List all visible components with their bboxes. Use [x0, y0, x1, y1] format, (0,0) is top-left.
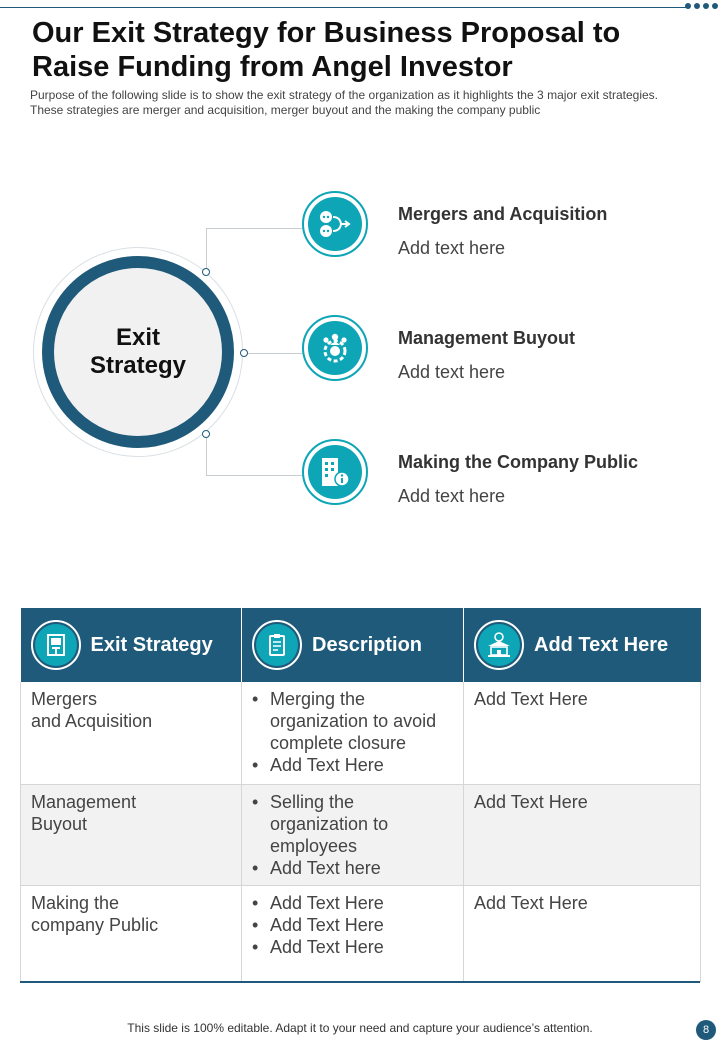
node-dot: [240, 349, 248, 357]
header-label: Add Text Here: [534, 633, 669, 656]
footer-note: This slide is 100% editable. Adapt it to…: [127, 1021, 593, 1035]
item-title-mergers: Mergers and Acquisition: [398, 204, 608, 224]
buyout-icon-circle: [302, 315, 368, 381]
description-bullet: Add Text Here: [252, 914, 453, 936]
description-bullet: Add Text here: [252, 857, 453, 879]
top-dots-decoration: [685, 3, 718, 9]
merge-flow-icon: [320, 211, 351, 237]
top-rule: [0, 7, 688, 8]
page-subtitle: Purpose of the following slide is to sho…: [30, 88, 658, 117]
strategy-line: Mergers: [31, 689, 98, 709]
item-text-mergers: Add text here: [398, 238, 506, 258]
node-dot: [202, 268, 210, 276]
description-bullet: Merging the organization to avoid comple…: [252, 688, 453, 754]
header-cell-exit-strategy: Exit Strategy: [20, 608, 242, 682]
item-text-buyout: Add text here: [398, 362, 506, 382]
table-row: Making the company Public Add Text Here …: [20, 885, 701, 982]
strategy-cell: Making the company Public: [20, 885, 242, 982]
mergers-icon-circle: [302, 191, 368, 257]
exit-strategy-table: Exit Strategy Description: [20, 608, 701, 982]
description-bullet: Add Text Here: [252, 936, 453, 958]
connector-line: [206, 434, 207, 475]
description-cell: Add Text Here Add Text Here Add Text Her…: [241, 885, 464, 982]
table-row: Mergers and Acquisition Merging the orga…: [20, 682, 701, 785]
strategy-line: Management: [31, 791, 137, 812]
description-bullet: Add Text Here: [252, 754, 453, 776]
strategy-line: Buyout: [31, 813, 88, 834]
description-bullet: Add Text Here: [252, 892, 453, 914]
node-dot: [202, 430, 210, 438]
description-cell: Merging the organization to avoid comple…: [241, 682, 464, 785]
exit-door-icon: [46, 634, 65, 656]
clipboard-icon: [269, 634, 285, 656]
page-title: Our Exit Strategy for Business Proposal …: [32, 17, 621, 83]
table-row: Management Buyout Selling the organizati…: [20, 784, 701, 886]
center-circle: Exit Strategy: [42, 256, 234, 448]
extra-cell: Add Text Here: [463, 885, 701, 982]
header-cell-description: Description: [241, 608, 464, 682]
description-bullet: Selling the organization to employees: [252, 791, 453, 857]
building-info-icon: [322, 458, 350, 487]
connector-line: [244, 353, 303, 354]
public-icon-circle: [302, 439, 368, 505]
item-title-public: Making the Company Public: [398, 452, 639, 472]
strategy-cell: Management Buyout: [20, 784, 242, 886]
page-number-badge: 8: [696, 1020, 716, 1040]
table-header-row: Exit Strategy Description: [20, 608, 701, 682]
header-cell-add-text: Add Text Here: [463, 608, 701, 682]
item-title-buyout: Management Buyout: [398, 328, 576, 348]
connector-line: [206, 228, 207, 272]
extra-cell: Add Text Here: [463, 784, 701, 886]
strategy-cell: Mergers and Acquisition: [20, 682, 242, 785]
description-cell: Selling the organization to employees Ad…: [241, 784, 464, 886]
team-gear-icon: [323, 333, 347, 363]
header-label: Exit Strategy: [90, 633, 213, 656]
center-label: Exit Strategy: [89, 324, 187, 379]
table-bottom-rule: [20, 981, 700, 983]
header-label: Description: [312, 633, 423, 656]
strategy-line: and Acquisition: [31, 711, 153, 731]
strategy-line: company Public: [31, 914, 159, 935]
strategy-line: Making the: [31, 892, 120, 913]
bank-dollar-icon: [488, 632, 510, 657]
extra-cell: Add Text Here: [463, 682, 701, 785]
connector-line: [206, 228, 303, 229]
item-text-public: Add text here: [398, 486, 506, 506]
connector-line: [206, 475, 303, 476]
